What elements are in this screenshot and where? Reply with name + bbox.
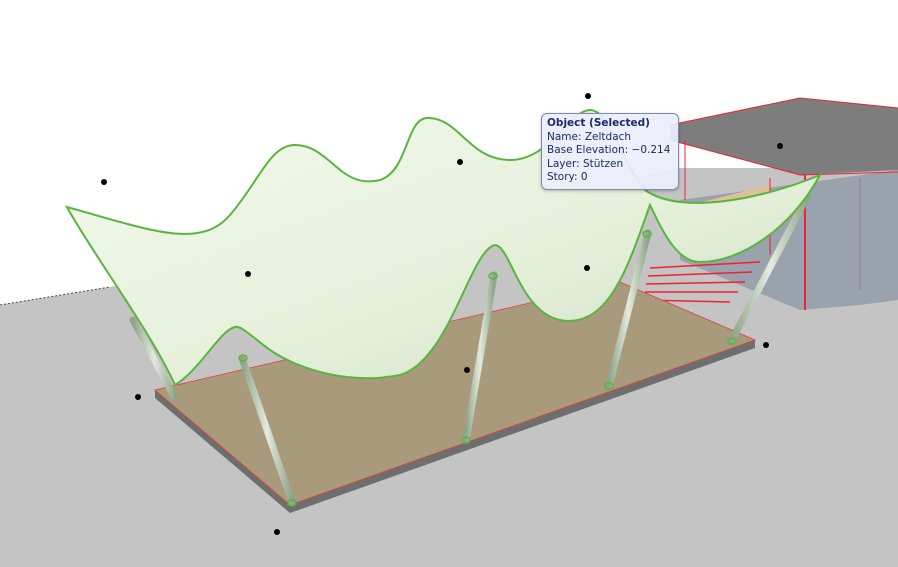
pole-4: [605, 229, 652, 390]
tooltip-title: Object (Selected): [547, 117, 650, 129]
pole-3: [462, 271, 498, 444]
deck: [154, 281, 757, 506]
pole-1: [129, 316, 179, 402]
object-info-tooltip: Object (Selected) Name: Zeltdach Base El…: [541, 113, 679, 190]
tooltip-name: Name: Zeltdach: [547, 130, 632, 143]
tooltip-elevation: Base Elevation: −0.214: [547, 144, 671, 156]
pole-2: [238, 354, 296, 506]
pole-5: [728, 191, 812, 344]
selection-nodes[interactable]: [101, 93, 783, 535]
tent-poles: [129, 191, 812, 506]
selection-hotspots: [238, 230, 737, 507]
tooltip-layer: Layer: Stützen: [547, 157, 624, 170]
tooltip-story: Story: 0: [547, 171, 588, 183]
horizon-edge: [0, 286, 111, 306]
